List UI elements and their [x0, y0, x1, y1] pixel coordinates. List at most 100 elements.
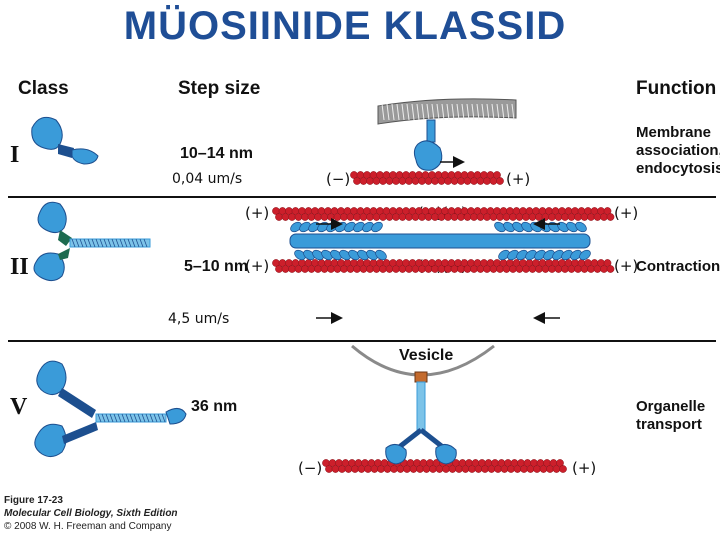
header-function: Function [636, 78, 717, 99]
polarity-plus-2d: (+) [614, 257, 639, 275]
speed-2: 4,5 um/s [168, 311, 230, 327]
coil-segment [161, 413, 166, 423]
coil-segment [113, 413, 118, 423]
myosin-ii-head [353, 221, 365, 233]
function-1: Membrane association, endocytosis [636, 124, 720, 178]
polarity-plus-2c: (+) [245, 257, 270, 275]
function-5: Organelle transport [636, 398, 705, 434]
myosin-ii-head [579, 249, 591, 261]
function-line: Organelle [636, 398, 706, 415]
coil-segment [91, 238, 96, 248]
polarity-minus-1: (−) [326, 170, 351, 188]
coil-segment [107, 238, 112, 248]
actin-filament [350, 171, 504, 185]
caption-book: Molecular Cell Biology, Sixth Edition [4, 508, 178, 519]
caption-copyright: © 2008 W. H. Freeman and Company [4, 521, 172, 532]
step-size-1: 10–14 nm [180, 145, 253, 162]
myosin-v-lever [396, 428, 423, 450]
coil-segment [83, 238, 88, 248]
coil-segment [143, 238, 148, 248]
actin-subunit [606, 265, 615, 273]
membrane-stripe [511, 103, 515, 121]
membrane-stripe [461, 103, 465, 121]
myosin-ii-head [507, 249, 519, 261]
membrane-stripe [436, 103, 440, 121]
coil-segment [133, 413, 138, 423]
myosin-ii-head [543, 249, 555, 261]
class-numeral-1: I [10, 142, 20, 168]
membrane-stripe [451, 103, 455, 121]
coil-segment [79, 238, 84, 248]
polarity-plus-2a: (+) [245, 204, 270, 222]
coil-segment [127, 238, 132, 248]
figure-caption: Figure 17-23 Molecular Cell Biology, Six… [4, 494, 178, 533]
function-line: Membrane [636, 124, 712, 141]
coil-segment [95, 238, 100, 248]
myosin-ii-head [294, 249, 306, 261]
coil-segment [103, 238, 108, 248]
myosin-ii-head [330, 249, 342, 261]
myosin-ii-head [339, 249, 351, 261]
coil-segment [119, 238, 124, 248]
myosin-ii-head [512, 221, 524, 233]
myosin-v-head [385, 444, 407, 465]
membrane-stripe [476, 103, 480, 121]
myosin-ii-head [575, 221, 587, 233]
polarity-plus-1: (+) [506, 170, 531, 188]
myosin-ii-head [534, 249, 546, 261]
membrane-stripe [386, 103, 390, 121]
myosin-i-icon [31, 116, 99, 165]
membrane-stripe [491, 103, 495, 121]
myosin-ii-head [525, 249, 537, 261]
myosin-ii-head [521, 221, 533, 233]
coil-segment [149, 413, 154, 423]
coil-segment [75, 238, 80, 248]
slide-title: MÜOSIINIDE KLASSID [123, 4, 567, 48]
polarity-minus-5: (−) [298, 459, 323, 477]
membrane-stripe [406, 103, 410, 121]
caption-figure-number: Figure 17-23 [4, 495, 63, 506]
step-size-5: 36 nm [191, 398, 238, 415]
function-line: transport [636, 416, 702, 433]
membrane-stripe [381, 103, 385, 121]
membrane-stripe [411, 103, 415, 121]
coil-segment [125, 413, 130, 423]
membrane-stripe [391, 103, 395, 121]
myosin-i-head [413, 140, 443, 171]
vesicle-membrane [351, 344, 495, 377]
coiled-coil-tail [97, 413, 166, 423]
polarity-plus-2b: (+) [614, 204, 639, 222]
function-line: association, [636, 142, 720, 159]
function-2: Contraction [636, 258, 720, 276]
myosin-ii-head [362, 221, 374, 233]
myosin-ii-head [375, 249, 387, 261]
coil-segment [111, 238, 116, 248]
coil-segment [123, 238, 128, 248]
myosin-ii-head [348, 249, 360, 261]
cargo-adapter [414, 371, 428, 383]
myosin-ii-head [566, 221, 578, 233]
membrane-stripe [456, 103, 460, 121]
coil-segment [97, 413, 102, 423]
membrane-stripe [396, 103, 400, 121]
coil-segment [137, 413, 142, 423]
membrane-stripe [501, 103, 505, 121]
row-divider [8, 196, 716, 198]
actin-filament [272, 259, 615, 273]
myosin-v-tail [416, 381, 426, 431]
myosin-ii-head [344, 221, 356, 233]
membrane-stripe [426, 103, 430, 121]
coil-segment [105, 413, 110, 423]
membrane-stripes [381, 103, 515, 121]
membrane-stripe [506, 103, 510, 121]
coil-segment [101, 413, 106, 423]
myosin-ii-head [498, 249, 510, 261]
membrane-stripe [486, 103, 490, 121]
myosin-ii-head [321, 249, 333, 261]
coil-segment [99, 238, 104, 248]
class-numeral-2: II [10, 254, 29, 280]
membrane-stripe [471, 103, 475, 121]
coil-segment [141, 413, 146, 423]
